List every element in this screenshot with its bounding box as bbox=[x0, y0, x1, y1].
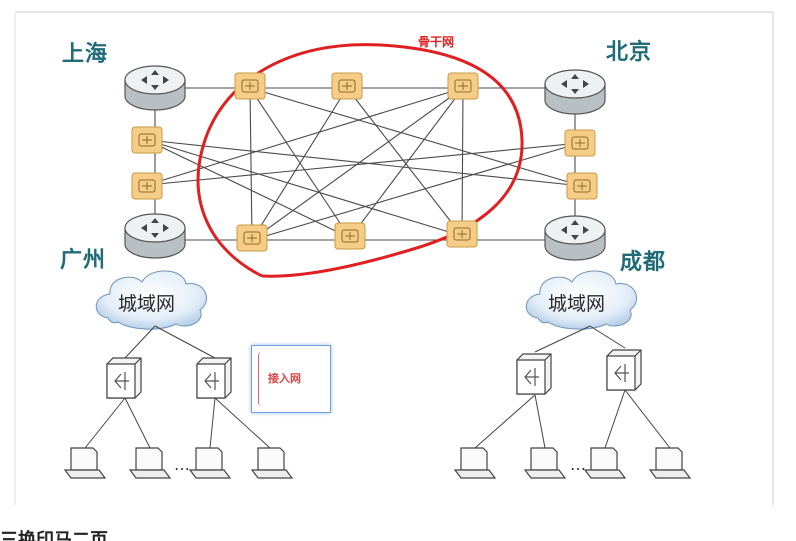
backbone-label: 骨干网 bbox=[418, 35, 454, 49]
optical-node-icon bbox=[566, 172, 598, 200]
laptop-icon bbox=[454, 447, 496, 479]
footer-heading: 三换印马二页 bbox=[0, 530, 108, 541]
optical-node-icon bbox=[334, 222, 366, 250]
laptop-icon bbox=[64, 447, 106, 479]
laptop-icon bbox=[251, 447, 293, 479]
optical-node-icon bbox=[331, 72, 363, 100]
router-beijing-icon bbox=[544, 69, 606, 115]
access-switch-icon bbox=[606, 349, 642, 391]
ellipsis-right: … bbox=[570, 455, 586, 474]
optical-node-icon bbox=[131, 126, 163, 154]
router-shanghai-icon bbox=[124, 65, 186, 111]
optical-node-icon bbox=[236, 224, 268, 252]
laptop-icon bbox=[129, 447, 171, 479]
router-chengdu-icon bbox=[544, 215, 606, 261]
city-label-guangzhou: 广州 bbox=[60, 248, 107, 273]
access-network-callout: 接入网 bbox=[251, 345, 331, 413]
city-label-chengdu: 成都 bbox=[620, 250, 667, 275]
laptop-icon bbox=[584, 447, 626, 479]
laptop-icon bbox=[524, 447, 566, 479]
router-guangzhou-icon bbox=[124, 213, 186, 259]
access-network-label: 接入网 bbox=[268, 372, 301, 385]
backbone-links bbox=[146, 87, 583, 241]
laptop-icon bbox=[189, 447, 231, 479]
backbone-outline bbox=[196, 43, 524, 278]
optical-node-icon bbox=[446, 220, 478, 248]
metro-cloud-left-icon: 城域网 bbox=[95, 270, 207, 330]
city-label-shanghai: 上海 bbox=[62, 42, 109, 67]
ellipsis-left: … bbox=[174, 455, 190, 474]
access-links-left bbox=[84, 325, 271, 449]
laptop-icon bbox=[649, 447, 691, 479]
optical-node-icon bbox=[131, 172, 163, 200]
access-links-right bbox=[474, 325, 671, 449]
access-switch-icon bbox=[106, 357, 142, 399]
optical-node-icon bbox=[447, 72, 479, 100]
optical-node-icon bbox=[564, 129, 596, 157]
access-switch-icon bbox=[516, 353, 552, 395]
metro-label-left: 城域网 bbox=[118, 293, 175, 315]
metro-cloud-right-icon: 城域网 bbox=[525, 270, 637, 330]
bracket-icon bbox=[258, 352, 265, 406]
city-label-beijing: 北京 bbox=[606, 40, 653, 65]
access-switch-icon bbox=[196, 357, 232, 399]
optical-node-icon bbox=[234, 72, 266, 100]
metro-label-right: 城域网 bbox=[548, 293, 605, 315]
